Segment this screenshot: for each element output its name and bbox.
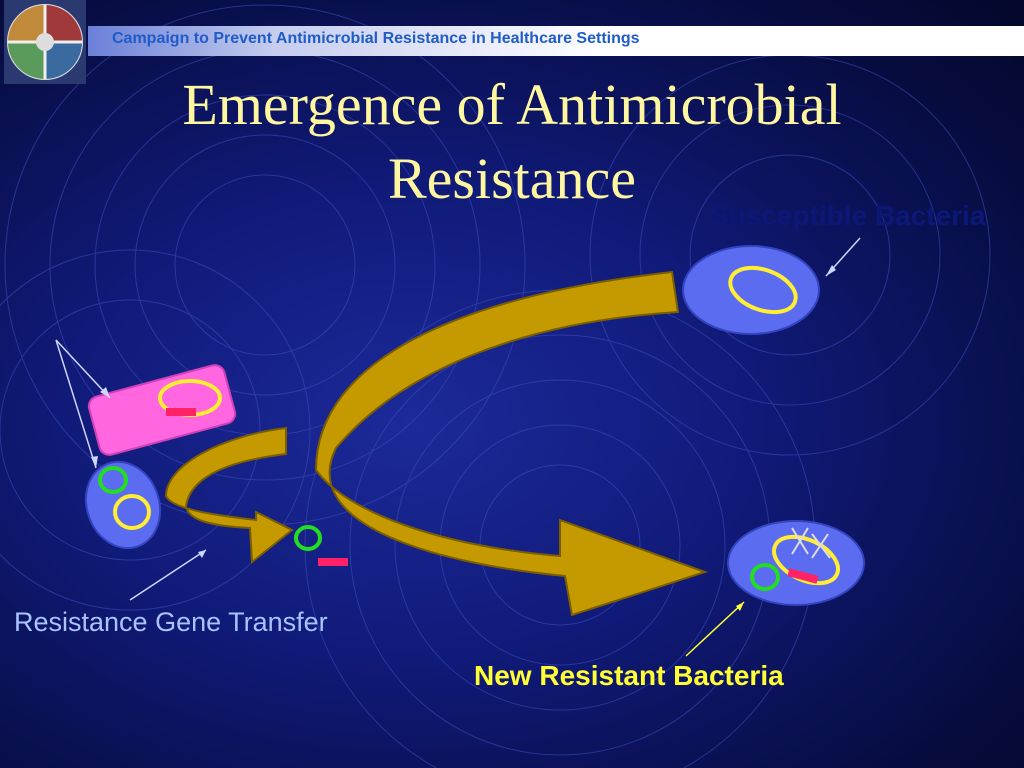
title-line-1: Emergence of Antimicrobial [182, 72, 842, 137]
pointer-transfer [129, 549, 207, 601]
susceptible-plasmid [728, 265, 798, 315]
donor-bacterium-pink [87, 364, 237, 456]
resistant-bacterium [727, 520, 865, 606]
label-new-resistant-bacteria: New Resistant Bacteria [474, 660, 784, 691]
campaign-logo-icon [4, 0, 86, 84]
donor-bacterium-blue [84, 460, 162, 550]
susceptible-bacterium [682, 245, 820, 335]
title-line-2: Resistance [387, 146, 637, 211]
large-curved-arrow [314, 270, 709, 617]
resistant-gene [787, 568, 819, 584]
pointer-donor-pink [55, 339, 111, 399]
transferred-plasmid [294, 525, 322, 551]
header-banner [88, 26, 1024, 56]
pointer-donor-blue-head [91, 456, 98, 468]
label-susceptible-bacteria: Susceptible Bacteria [710, 200, 986, 231]
pointer-susceptible-head [826, 265, 836, 276]
donor-resistance-gene [166, 408, 196, 416]
slide-title: Emergence of Antimicrobial Resistance [0, 68, 1024, 216]
pointer-donor-pink-head [100, 387, 110, 398]
transferred-resistance-gene [318, 558, 348, 566]
pointer-transfer-head [198, 550, 206, 558]
pointer-donor-blue [55, 339, 97, 469]
donor-yellow-plasmid [113, 494, 151, 530]
donor-green-plasmid [98, 466, 128, 494]
pointer-new-resistant [685, 601, 745, 657]
resistant-green-plasmid [750, 563, 780, 591]
pointer-new-resistant-head [736, 602, 744, 611]
label-resistance-gene-transfer: Resistance Gene Transfer [14, 607, 328, 637]
banner-title: Campaign to Prevent Antimicrobial Resist… [112, 30, 640, 47]
small-curved-arrow [164, 426, 294, 564]
mutation-marks [791, 527, 831, 559]
